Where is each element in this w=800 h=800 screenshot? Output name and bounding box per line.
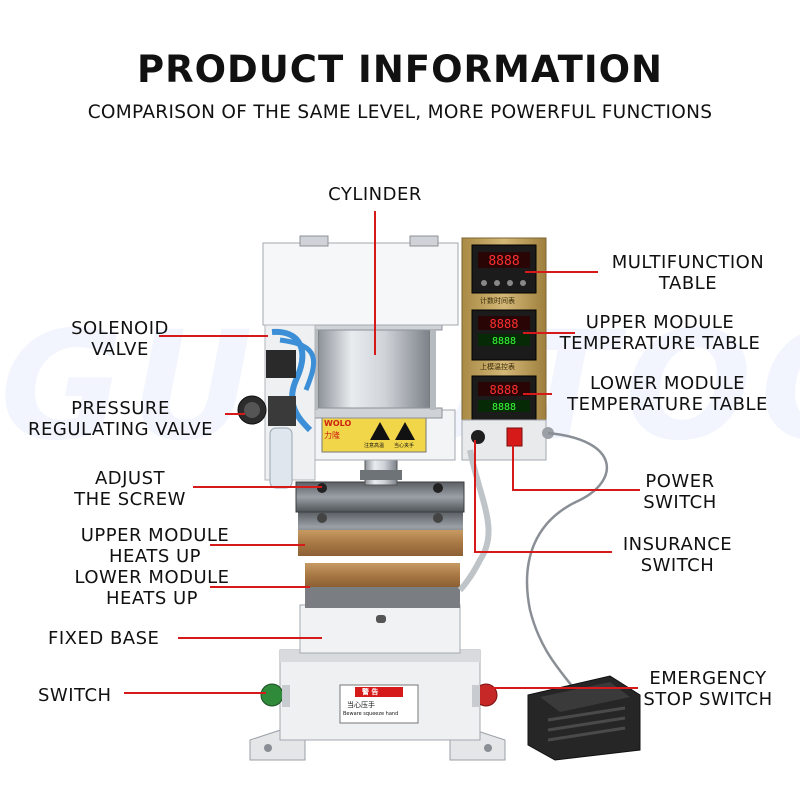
label-lower-module-heats-up: LOWER MODULE HEATS UP [52,567,252,609]
label-line: ADJUST [94,468,166,489]
power-switch-rocker [506,427,523,447]
label-line: STOP SWITCH [643,689,773,710]
page-title: PRODUCT INFORMATION [136,48,664,91]
page-subtitle: COMPARISON OF THE SAME LEVEL, MORE POWER… [87,102,713,123]
label-line: FIXED BASE [48,628,160,649]
filter-bowl [269,427,293,489]
warning-text-right: 当心夹手 [394,443,415,449]
svg-text:8888: 8888 [490,317,519,331]
label-pressure-regulating-valve: PRESSURE REGULATING VALVE [8,398,233,440]
label-line: THE SCREW [74,489,186,510]
brand-cn: 力隆 [324,431,340,440]
label-line: CYLINDER [328,184,422,205]
label-line: LOWER MODULE [589,373,746,394]
base-feet [249,721,506,761]
upper-module-wood [298,530,463,556]
label-line: UPPER MODULE [80,525,230,546]
label-lower-module-temperature-table: LOWER MODULE TEMPERATURE TABLE [545,373,790,415]
label-line: INSURANCE [622,534,733,555]
base-sticker-top: 警 告 [362,688,379,696]
warning-text-left: 注意高温 [364,443,385,449]
base-sticker-cn: 当心压手 [347,701,375,709]
label-line: EMERGENCY [649,668,767,689]
label-line: SWITCH [640,555,715,576]
label-switch: SWITCH [38,685,138,706]
base-sticker-en: Beware squeeze hand [343,711,399,717]
label-line: REGULATING VALVE [27,419,213,440]
label-line: HEATS UP [109,546,201,567]
callout-lines [124,211,640,694]
fixed-base-block [299,604,461,654]
label-power-switch: POWER SWITCH [620,471,740,513]
label-line: TABLE [658,273,718,294]
label-fixed-base: FIXED BASE [48,628,188,649]
label-line: TEMPERATURE TABLE [559,333,761,354]
label-multifunction-table: MULTIFUNCTION TABLE [588,252,788,294]
svg-text:8888: 8888 [492,336,516,347]
svg-text:8888: 8888 [488,254,519,269]
solenoid-valve-body [266,350,296,378]
label-line: HEATS UP [106,588,198,609]
label-adjust-the-screw: ADJUST THE SCREW [50,468,210,510]
label-line: SOLENOID [71,318,169,339]
label-line: POWER [645,471,715,492]
label-cylinder: CYLINDER [300,184,450,205]
svg-text:8888: 8888 [490,383,519,397]
lower-module-wood [305,563,460,587]
panel-top-caption: 计数时间表 [480,297,515,305]
panel-mid-caption: 上模温控表 [480,363,515,371]
label-line: SWITCH [38,685,112,706]
label-line: PRESSURE [71,398,170,419]
brand-mark: WOLO [324,419,352,428]
label-line: TEMPERATURE TABLE [567,394,768,415]
label-line: MULTIFUNCTION [611,252,765,273]
label-line: UPPER MODULE [585,312,735,333]
label-upper-module-heats-up: UPPER MODULE HEATS UP [55,525,255,567]
label-upper-module-temperature-table: UPPER MODULE TEMPERATURE TABLE [540,312,780,354]
label-line: SWITCH [643,492,717,513]
label-insurance-switch: INSURANCE SWITCH [605,534,750,576]
svg-text:8888: 8888 [492,402,516,413]
label-emergency-stop-switch: EMERGENCY STOP SWITCH [628,668,788,710]
foot-pedal [527,675,641,761]
label-line: LOWER MODULE [74,567,230,588]
base-box [279,649,481,741]
top-frame [262,242,459,326]
label-solenoid-valve: SOLENOID VALVE [40,318,200,360]
green-switch-button [260,683,284,707]
label-line: VALVE [91,339,149,360]
